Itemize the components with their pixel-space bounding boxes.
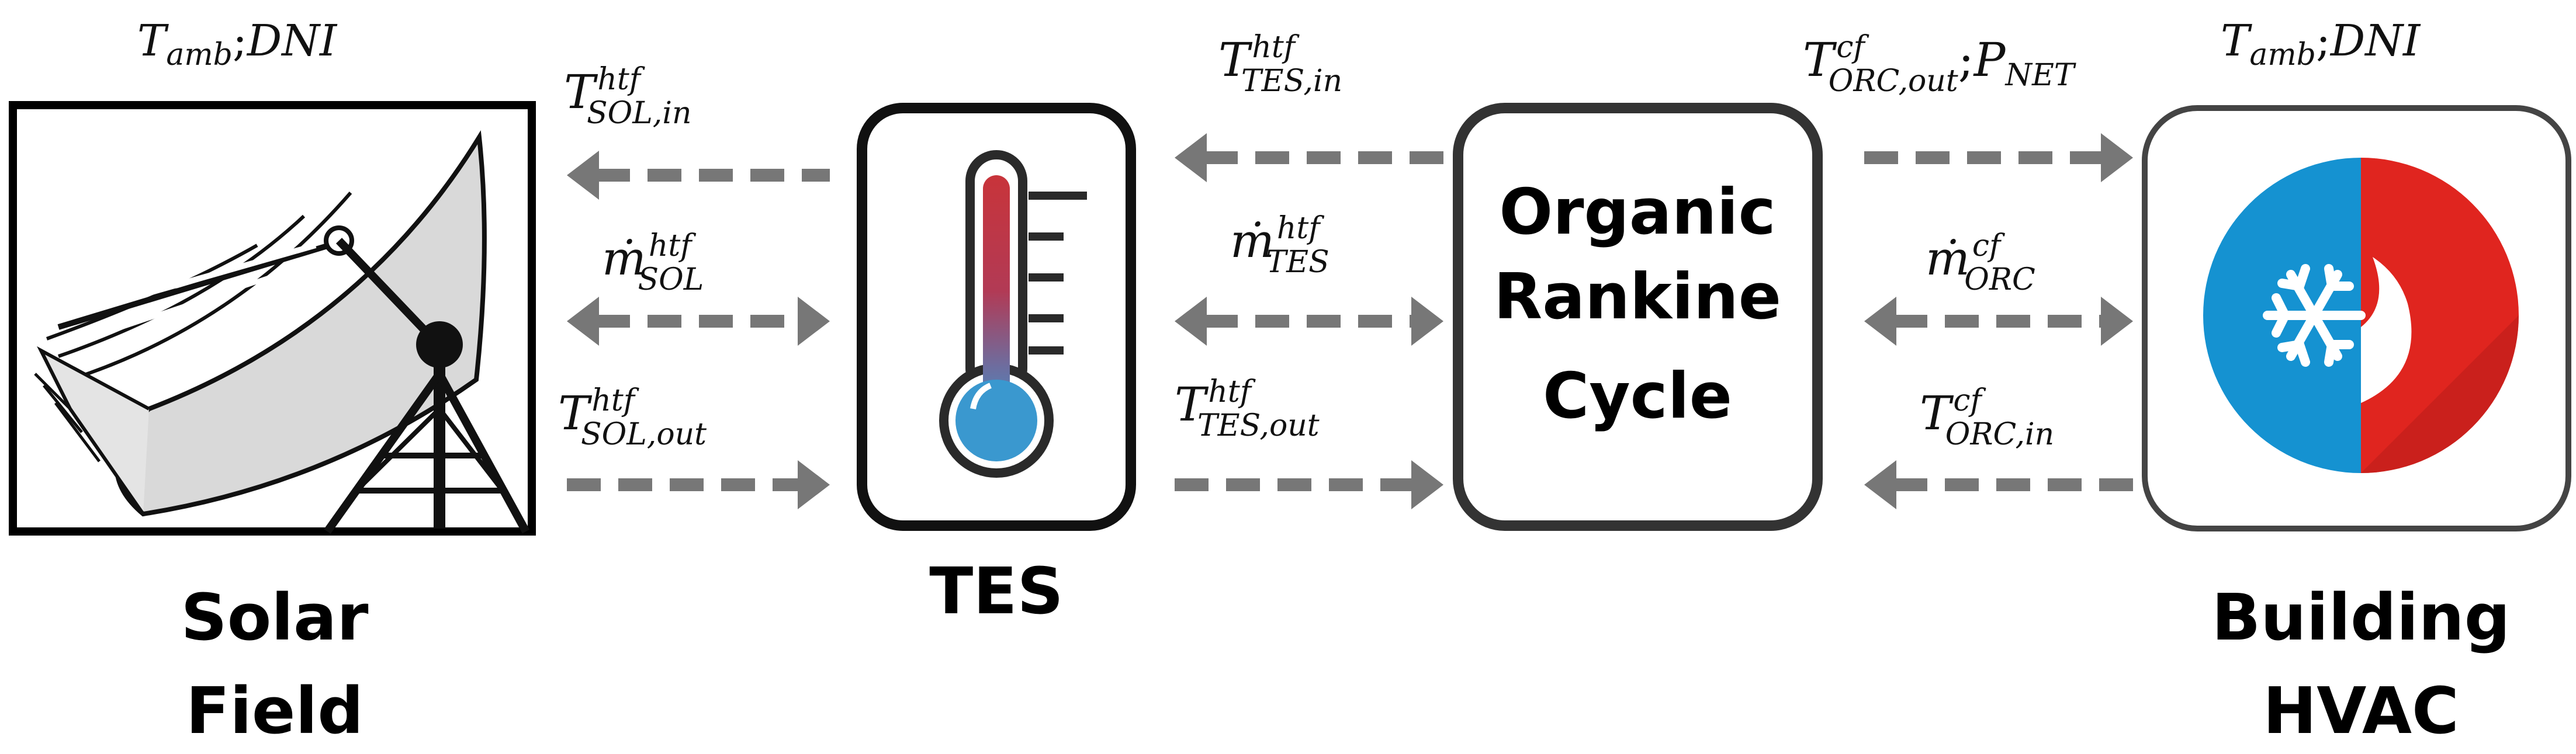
arrow-head-tes-m-right bbox=[1411, 297, 1443, 346]
orc-frame bbox=[1453, 103, 1823, 531]
arrow-head-sol-m-right bbox=[798, 297, 830, 346]
hvac-label-line1: Building bbox=[2211, 580, 2510, 655]
arrow-head-orc-in-left bbox=[1864, 460, 1896, 509]
orc-label-line2: Rankine bbox=[1494, 260, 1781, 333]
arrow-head-tes-in-left bbox=[1175, 133, 1207, 182]
tes-label: TES bbox=[929, 554, 1063, 628]
arrow-head-sol-m-left bbox=[567, 297, 599, 346]
arrow-head-tes-out-right bbox=[1411, 460, 1443, 509]
orc-label-line1: Organic bbox=[1499, 176, 1775, 249]
arrow-head-orc-m-right bbox=[2101, 297, 2133, 346]
solar-field-label-line2: Field bbox=[186, 673, 363, 748]
arrow-head-sol-in-left bbox=[567, 151, 599, 200]
orc-label-line3: Cycle bbox=[1543, 360, 1732, 433]
parabolic-trough-icon bbox=[34, 130, 530, 534]
snowflake-flame-icon bbox=[2203, 158, 2519, 473]
hvac-label-line2: HVAC bbox=[2263, 673, 2459, 748]
solar-input-label: Tamb;DNI bbox=[137, 16, 338, 72]
solar-field-label-line1: Solar bbox=[181, 580, 369, 655]
arrow-head-orc-m-left bbox=[1864, 297, 1896, 346]
signal-arrows bbox=[567, 133, 2133, 509]
arrow-head-sol-out-right bbox=[798, 460, 830, 509]
arrow-head-tes-m-left bbox=[1175, 297, 1207, 346]
thermometer-icon bbox=[939, 150, 1087, 478]
arrow-head-orc-out-right bbox=[2101, 133, 2133, 182]
hvac-input-label: Tamb;DNI bbox=[2221, 16, 2421, 72]
